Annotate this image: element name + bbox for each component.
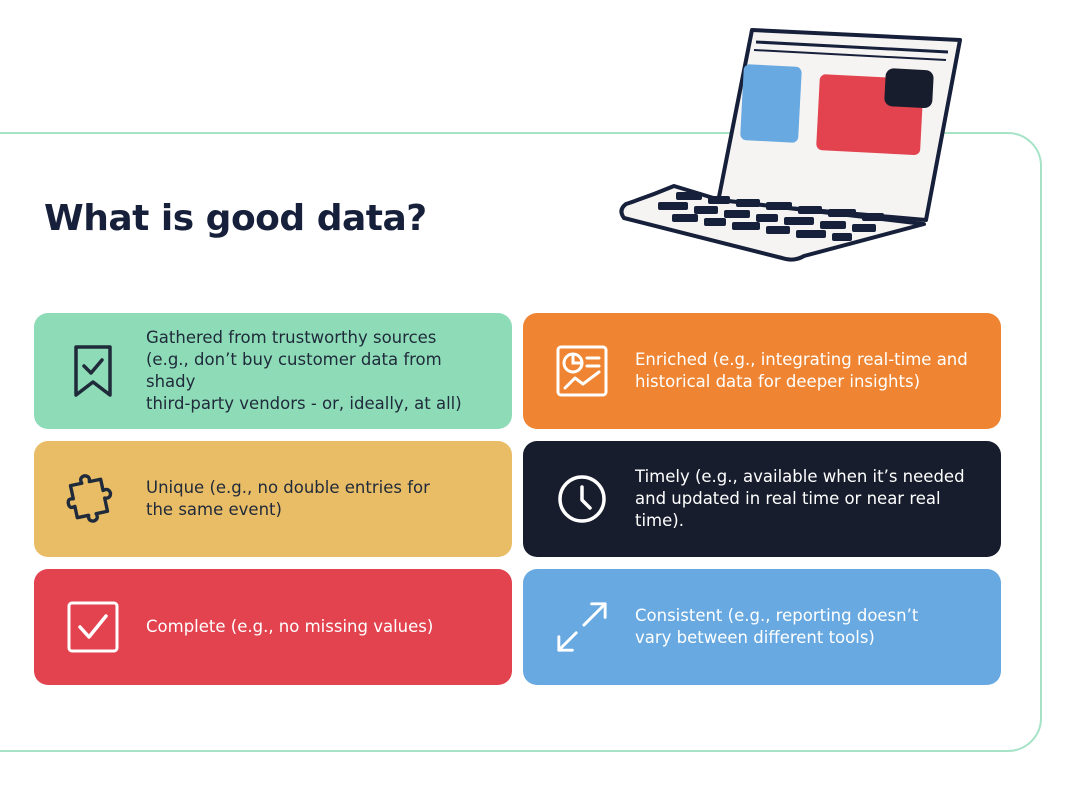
bookmark-check-icon (66, 344, 120, 398)
card-consistent: Consistent (e.g., reporting doesn’t vary… (523, 569, 1001, 685)
clock-icon (555, 472, 609, 526)
puzzle-piece-icon (66, 472, 120, 526)
expand-arrows-icon (555, 600, 609, 654)
analytics-report-icon (555, 344, 609, 398)
card-unique: Unique (e.g., no double entries for the … (34, 441, 512, 557)
card-complete: Complete (e.g., no missing values) (34, 569, 512, 685)
card-text: Complete (e.g., no missing values) (146, 617, 434, 636)
checkbox-icon (66, 600, 120, 654)
laptop-illustration (619, 28, 962, 262)
card-text: Gathered from trustworthy sources (e.g.,… (146, 328, 462, 413)
card-text: Enriched (e.g., integrating real-time an… (635, 350, 968, 391)
card-timely: Timely (e.g., available when it’s needed… (523, 441, 1001, 557)
card-text: Unique (e.g., no double entries for the … (146, 478, 430, 519)
card-text: Consistent (e.g., reporting doesn’t vary… (635, 606, 919, 647)
card-enriched: Enriched (e.g., integrating real-time an… (523, 313, 1001, 429)
card-trustworthy: Gathered from trustworthy sources (e.g.,… (34, 313, 512, 429)
content-frame (0, 132, 1042, 752)
card-text: Timely (e.g., available when it’s needed… (635, 467, 965, 530)
page-title: What is good data? (44, 198, 427, 239)
